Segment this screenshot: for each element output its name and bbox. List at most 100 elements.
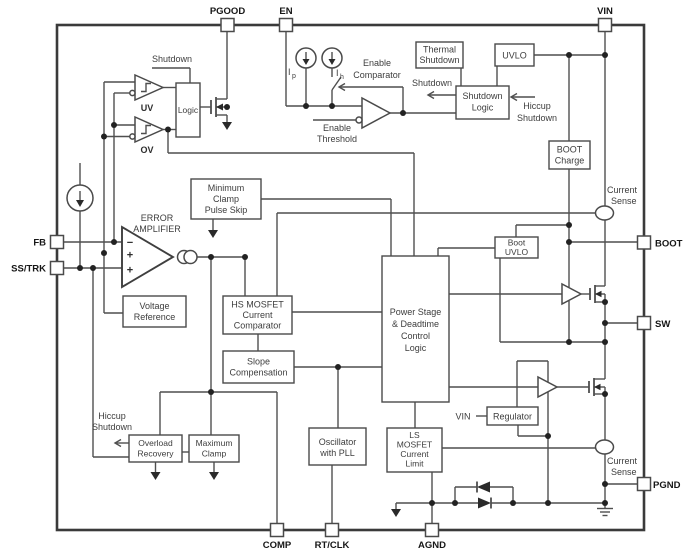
pin-vin: VIN — [597, 6, 613, 33]
hysteresis-icon — [141, 82, 151, 93]
enable-comparator-icon — [355, 96, 392, 130]
current-sense-bottom-label: Current — [607, 456, 638, 466]
block-label: Shutdown — [462, 91, 502, 101]
hs-gate-driver-icon — [561, 282, 583, 306]
ea-plus-sign: + — [127, 265, 133, 277]
pin-label: PGOOD — [210, 6, 246, 17]
hiccup-shutdown-left-label: Hiccup — [98, 411, 126, 421]
block-label: Reference — [134, 312, 176, 322]
block-label: Regulator — [493, 412, 532, 422]
block-label: Current — [400, 449, 429, 459]
power-stage-block: Power Stage & Deadtime Control Logic — [381, 255, 450, 403]
shutdown-signal-label: Shutdown — [412, 78, 452, 88]
block-label: HS MOSFET — [231, 300, 284, 310]
chip-outline — [55, 23, 646, 532]
ea-minus-sign: − — [127, 237, 133, 249]
ground-arrow-icon — [209, 472, 219, 480]
pin-en: EN — [278, 6, 294, 33]
pin-label: RT/CLK — [315, 540, 350, 551]
block-label: UVLO — [505, 247, 529, 257]
vin-regulator-label: VIN — [455, 412, 470, 422]
en-hysteresis-current-source-icon — [321, 47, 343, 69]
wires — [64, 32, 638, 524]
block-label: LS — [409, 430, 420, 440]
block-label: UVLO — [502, 51, 527, 61]
block-label: Minimum — [208, 183, 245, 193]
hs-current-sense-icon — [594, 205, 615, 221]
oscillator-block: Oscillator with PLL — [308, 427, 367, 466]
block-label: Shutdown — [419, 55, 459, 65]
pin-comp: COMP — [263, 522, 292, 551]
error-amplifier-icon: − + + — [121, 225, 198, 289]
ground-arrow-icon — [150, 472, 161, 480]
pin-label: BOOT — [655, 239, 683, 250]
maximum-clamp-block: Maximum Clamp — [188, 434, 240, 463]
uv-label: UV — [141, 103, 154, 113]
en-pullup-current-source-icon — [295, 47, 317, 69]
switch-arrow-icon — [337, 82, 346, 92]
ih-label-sub: h — [340, 74, 344, 81]
block-label: Oscillator — [319, 437, 357, 447]
ih-label: I — [336, 68, 339, 78]
slope-compensation-block: Slope Compensation — [222, 350, 295, 384]
current-sense-bottom-label: Sense — [611, 467, 637, 477]
enable-comparator-label: Enable — [363, 58, 391, 68]
pin-sw: SW — [636, 315, 670, 331]
enable-threshold-label: Threshold — [317, 134, 357, 144]
pgood-mosfet-icon — [210, 97, 232, 130]
current-sense-top-label: Current — [607, 185, 638, 195]
pin-label: VIN — [597, 6, 613, 17]
enable-comparator-label: Comparator — [353, 70, 401, 80]
softstart-current-source-icon — [66, 184, 94, 212]
hysteresis-icon — [141, 124, 151, 135]
block-label: Overload — [138, 438, 173, 448]
pin-pgnd: PGND — [636, 476, 681, 492]
block-label: Comparator — [234, 321, 282, 331]
clamp-diode-icon — [478, 497, 492, 509]
block-label: Thermal — [423, 45, 456, 55]
pin-label: SW — [655, 319, 670, 330]
hiccup-shutdown-right-label: Shutdown — [517, 113, 557, 123]
pin-label: AGND — [418, 540, 446, 551]
block-label: Logic — [405, 343, 427, 353]
block-label: Clamp — [202, 449, 227, 459]
block-label: Pulse Skip — [205, 205, 248, 215]
pin-label: PGND — [653, 480, 681, 491]
ground-arrow-icon — [391, 509, 401, 517]
pin-fb: FB — [33, 234, 65, 250]
pin-label: SS/TRK — [11, 264, 46, 275]
hiccup-shutdown-right-label: Hiccup — [523, 101, 551, 111]
pin-rt-clk: RT/CLK — [315, 522, 350, 551]
boot-charge-block: BOOT Charge — [548, 140, 591, 170]
ov-label: OV — [140, 145, 153, 155]
shutdown-logic-block: Shutdown Logic — [455, 85, 510, 120]
block-label: Maximum — [196, 438, 233, 448]
error-amplifier-label: AMPLIFIER — [133, 224, 181, 234]
ea-plus-sign: + — [127, 250, 133, 262]
pin-label: EN — [279, 6, 292, 17]
thermal-shutdown-block: Thermal Shutdown — [415, 41, 464, 69]
enable-threshold-label: Enable — [323, 123, 351, 133]
boot-uvlo-block: Boot UVLO — [494, 236, 539, 259]
block-label: Logic — [472, 103, 494, 113]
ip-label-sub: p — [292, 73, 296, 80]
junction-dots — [77, 52, 608, 506]
shutdown-arrow-icon — [426, 90, 435, 100]
error-amplifier-label: ERROR — [141, 213, 174, 223]
hs-mosfet-icon — [581, 285, 606, 303]
block-label: MOSFET — [397, 440, 432, 450]
hiccup-shutdown-left-label: Shutdown — [92, 422, 132, 432]
block-label: & Deadtime — [392, 319, 439, 329]
pin-agnd: AGND — [418, 522, 446, 551]
ls-current-sense-icon — [594, 439, 615, 455]
block-label: Boot — [508, 238, 526, 248]
ov-comparator-icon — [129, 115, 165, 144]
uvlo-block: UVLO — [494, 43, 535, 67]
block-label: Control — [401, 331, 430, 341]
gm-output-icon — [183, 249, 198, 265]
voltage-reference-block: Voltage Reference — [122, 295, 187, 328]
clamp-diode-icon — [476, 481, 490, 493]
block-label: Charge — [555, 156, 585, 166]
